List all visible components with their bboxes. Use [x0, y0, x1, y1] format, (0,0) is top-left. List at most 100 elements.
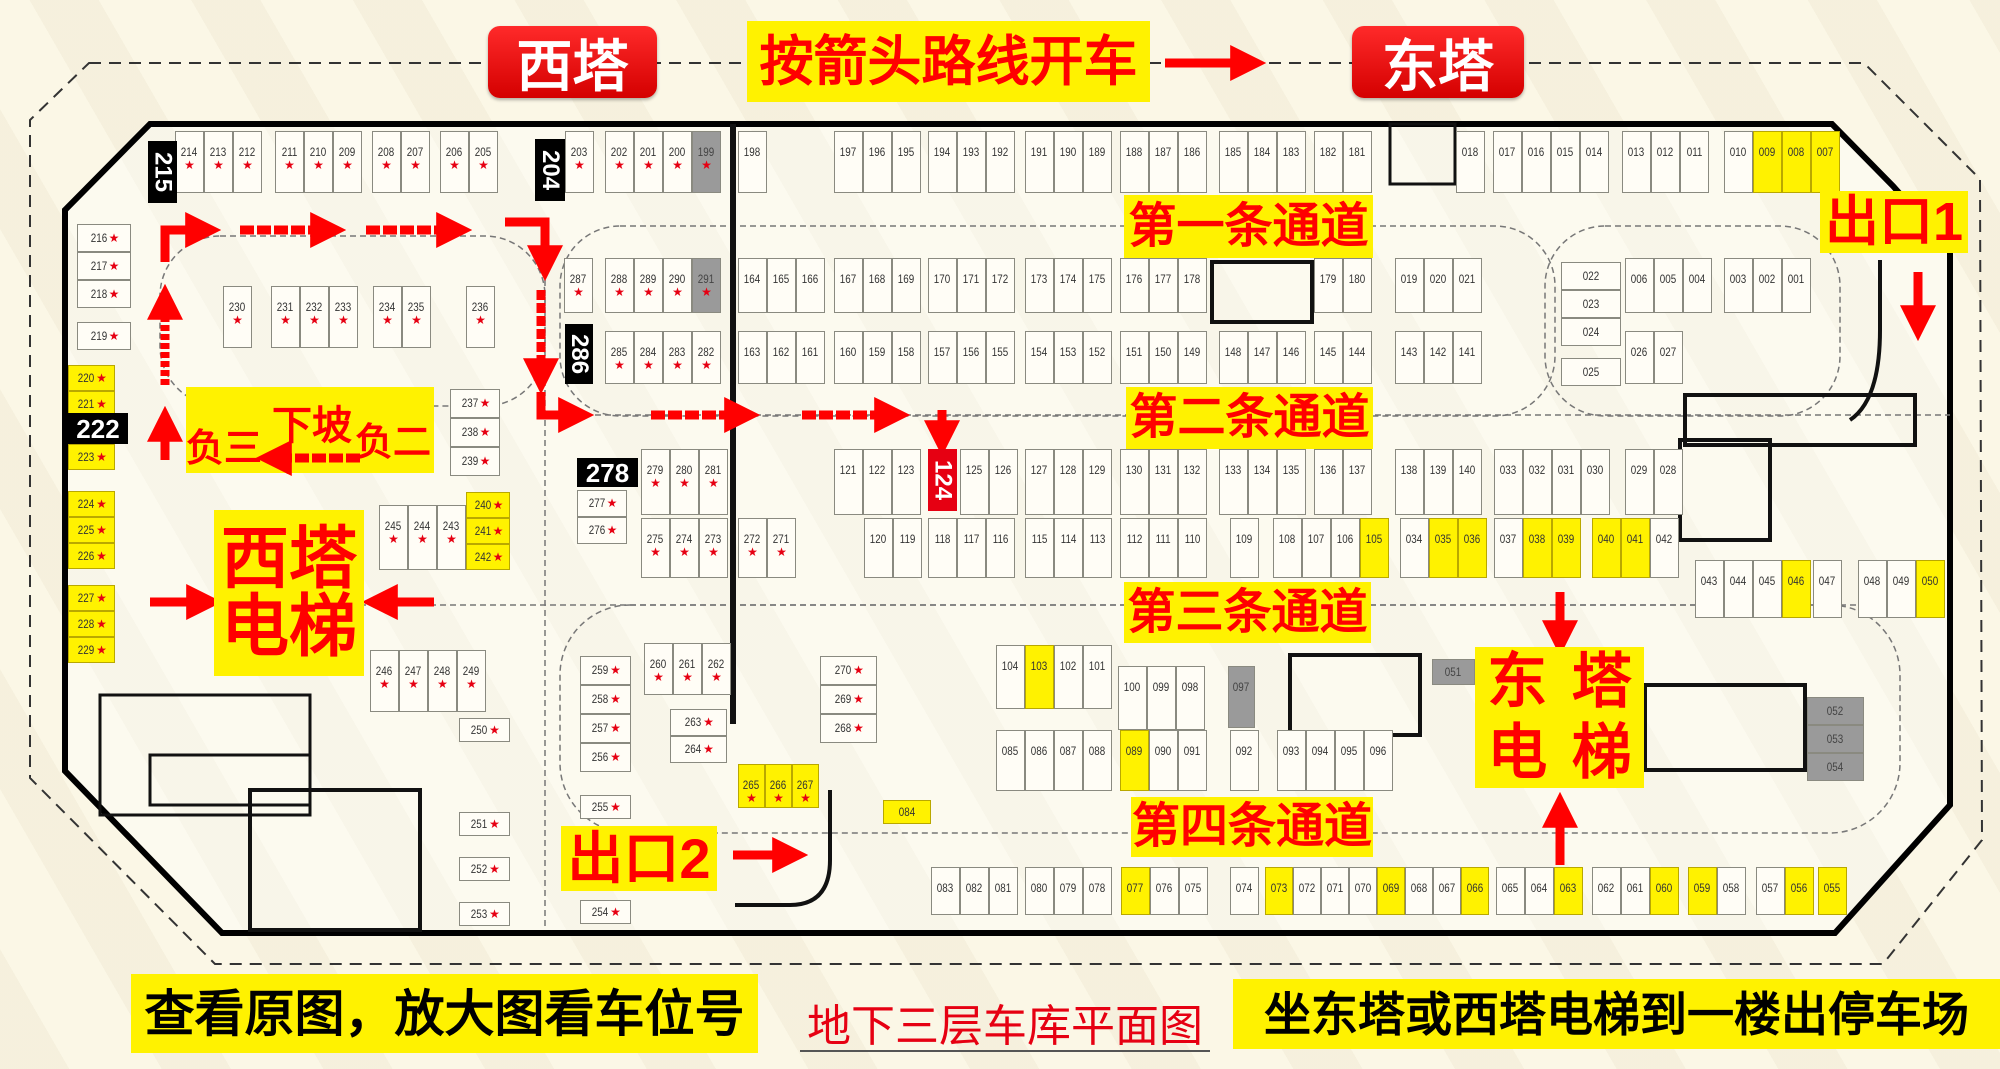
parking-stall-133: 133 [1219, 449, 1248, 515]
stall-number: 200 [669, 145, 686, 159]
parking-stall-242: 242★ [466, 544, 510, 570]
stall-number: 221 [77, 396, 95, 411]
stall-number: 089 [1126, 744, 1143, 758]
parking-stall-099: 099 [1147, 666, 1176, 730]
parking-stall-244: 244★ [408, 505, 437, 570]
star-icon: ★ [492, 523, 504, 538]
star-icon: ★ [701, 358, 712, 372]
parking-stall-276: 276★ [577, 517, 627, 544]
parking-stall-093: 093 [1277, 730, 1306, 791]
star-icon: ★ [479, 425, 491, 439]
stall-number: 169 [898, 272, 915, 286]
stall-number: 241 [474, 523, 491, 538]
parking-stall-012: 012 [1651, 131, 1680, 193]
stall-number: 225 [77, 522, 95, 537]
parking-stall-139: 139 [1424, 449, 1453, 515]
stall-number: 015 [1557, 145, 1574, 159]
stall-number: 212 [239, 145, 256, 159]
star-icon: ★ [338, 313, 349, 327]
parking-stall-252: 252★ [459, 857, 510, 881]
stall-number: 211 [281, 145, 298, 159]
parking-stall-187: 187 [1149, 131, 1178, 193]
parking-stall-063: 063 [1554, 867, 1583, 915]
parking-stall-239: 239★ [450, 447, 500, 476]
stall-number: 156 [963, 345, 980, 359]
stall-number: 143 [1401, 345, 1418, 359]
stall-number: 190 [1060, 145, 1077, 159]
parking-stall-067: 067 [1433, 867, 1461, 915]
star-icon: ★ [614, 358, 625, 372]
parking-stall-062: 062 [1592, 867, 1621, 915]
star-icon: ★ [643, 358, 654, 372]
stall-number: 210 [310, 145, 327, 159]
star-icon: ★ [213, 158, 224, 172]
stall-number: 035 [1435, 532, 1452, 546]
parking-stall-224: 224★ [68, 491, 115, 517]
parking-stall-060: 060 [1650, 867, 1679, 915]
parking-stall-025: 025 [1561, 358, 1621, 386]
stall-number: 061 [1627, 881, 1644, 895]
stall-number: 185 [1225, 145, 1242, 159]
stall-number: 086 [1031, 744, 1048, 758]
parking-stall-228: 228★ [68, 611, 115, 637]
stall-number: 120 [870, 532, 887, 546]
parking-stall-095: 095 [1335, 730, 1364, 791]
stall-number: 020 [1430, 272, 1447, 286]
stall-number: 099 [1153, 680, 1170, 694]
parking-stall-154: 154 [1025, 331, 1054, 384]
route-arrow-bend [505, 217, 563, 282]
stall-number: 042 [1656, 532, 1673, 546]
stall-number: 195 [898, 145, 915, 159]
star-icon: ★ [417, 532, 428, 546]
parking-stall-020: 020 [1424, 258, 1453, 313]
parking-stall-027: 027 [1654, 331, 1683, 384]
stall-number: 138 [1401, 463, 1418, 477]
passage-1-label: 第一条通道 [1124, 195, 1373, 258]
stall-number: 103 [1031, 659, 1048, 673]
stall-number: 026 [1631, 345, 1648, 359]
stall-number: 217 [90, 258, 107, 273]
star-icon: ★ [492, 549, 504, 564]
route-arrow-bend-2 [536, 392, 595, 433]
parking-stall-064: 064 [1525, 867, 1554, 915]
stall-number: 234 [379, 300, 396, 314]
stall-number: 163 [744, 345, 761, 359]
parking-stall-284: 284★ [634, 331, 663, 384]
parking-stall-032: 032 [1523, 449, 1552, 515]
route-arrow-corner [160, 212, 222, 262]
stall-number: 030 [1587, 463, 1604, 477]
stall-number: 043 [1701, 574, 1718, 588]
parking-stall-260: 260★ [644, 643, 673, 695]
parking-stall-088: 088 [1083, 730, 1112, 791]
stall-number: 188 [1126, 145, 1143, 159]
stall-number: 032 [1529, 463, 1546, 477]
star-icon: ★ [650, 476, 661, 490]
star-icon: ★ [610, 904, 621, 919]
stall-number: 144 [1349, 345, 1366, 359]
stall-number: 263 [684, 715, 702, 729]
star-icon: ★ [701, 158, 712, 172]
stall-number: 113 [1089, 532, 1106, 546]
stall-number: 064 [1531, 881, 1548, 895]
star-icon: ★ [280, 313, 291, 327]
stall-number: 047 [1819, 574, 1836, 588]
stall-number: 189 [1089, 145, 1106, 159]
parking-stall-177: 177 [1149, 258, 1178, 313]
stall-number: 272 [744, 532, 761, 546]
stall-number: 253 [470, 906, 488, 921]
parking-stall-046: 046 [1782, 560, 1811, 618]
parking-stall-261: 261★ [673, 643, 702, 695]
star-icon: ★ [672, 358, 683, 372]
parking-stall-115: 115 [1025, 518, 1054, 578]
parking-stall-096: 096 [1364, 730, 1393, 791]
parking-stall-264: 264★ [670, 736, 727, 763]
star-icon: ★ [853, 692, 864, 706]
parking-stall-202: 202★ [605, 131, 634, 193]
parking-stall-189: 189 [1083, 131, 1112, 193]
star-icon: ★ [679, 476, 690, 490]
stall-number: 229 [77, 642, 95, 657]
stall-marker-286: 286 [565, 324, 593, 384]
stall-number: 007 [1817, 145, 1834, 159]
parking-stall-288: 288★ [605, 258, 634, 313]
stall-number: 265 [743, 778, 760, 792]
